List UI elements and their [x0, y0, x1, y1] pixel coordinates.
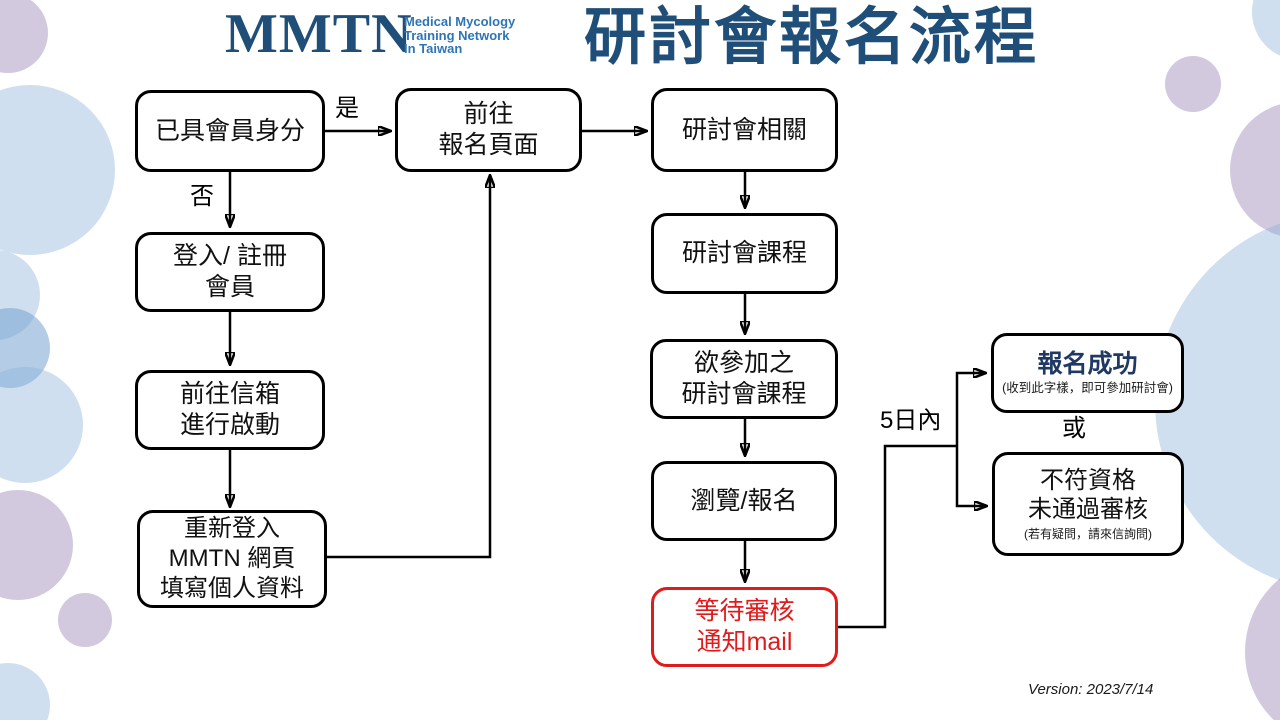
node-seminar-related: 研討會相關 [651, 88, 838, 172]
node-wait-review: 等待審核 通知mail [651, 587, 838, 667]
node-label: 欲參加之 研討會課程 [681, 349, 807, 408]
node-label: 登入/ 註冊 會員 [173, 242, 287, 301]
edge-label-or: 或 [1062, 415, 1086, 442]
version-text: Version: 2023/7/14 [1028, 681, 1154, 698]
node-label: 重新登入 MMTN 網頁 填寫個人資料 [160, 515, 304, 602]
logo-subtitle: Medical Mycology Training Network In Tai… [404, 14, 516, 56]
page-title: 研討會報名流程 [584, 3, 1040, 72]
node-label: 等待審核 通知mail [694, 597, 795, 656]
decor-circle [58, 593, 112, 647]
node-label: 不符資格 未通過審核 [1028, 467, 1148, 523]
edge-wait-to-branch [838, 444, 957, 629]
node-label: 報名成功 [1037, 350, 1138, 378]
node-browse-register: 瀏覽/報名 [651, 461, 837, 541]
node-label: 前往 報名頁面 [438, 100, 539, 159]
node-relogin: 重新登入 MMTN 網頁 填寫個人資料 [137, 510, 327, 608]
node-label: 前往信箱 進行啟動 [179, 380, 280, 439]
node-member-check: 已具會員身分 [135, 90, 325, 172]
node-note: (若有疑問，請來信詢問) [1024, 527, 1152, 541]
node-desired-course: 欲參加之 研討會課程 [650, 339, 838, 419]
node-success: 報名成功 (收到此字樣，即可參加研討會) [991, 333, 1184, 413]
edge-relogin-to-gotopage [327, 175, 490, 559]
node-label: 已具會員身分 [154, 116, 305, 145]
mmtn-logo: MMTN [225, 3, 413, 65]
edge-label-within-days: 5日內 [880, 407, 942, 434]
node-register: 登入/ 註冊 會員 [135, 232, 325, 312]
node-label: 研討會課程 [681, 239, 807, 267]
node-note: (收到此字樣，即可參加研討會) [1002, 381, 1173, 395]
decor-circle [1165, 56, 1221, 112]
node-label: 研討會相關 [681, 115, 807, 144]
node-goto-page: 前往 報名頁面 [395, 88, 582, 172]
node-label: 瀏覽/報名 [690, 486, 798, 515]
edge-branch-to-success [955, 373, 986, 446]
node-seminar-course: 研討會課程 [651, 213, 838, 294]
edge-branch-to-rejected [955, 446, 987, 506]
node-rejected: 不符資格 未通過審核 (若有疑問，請來信詢問) [992, 452, 1184, 556]
edge-label-yes: 是 [335, 95, 359, 122]
node-activate: 前往信箱 進行啟動 [135, 370, 325, 450]
edge-label-no: 否 [190, 183, 214, 210]
